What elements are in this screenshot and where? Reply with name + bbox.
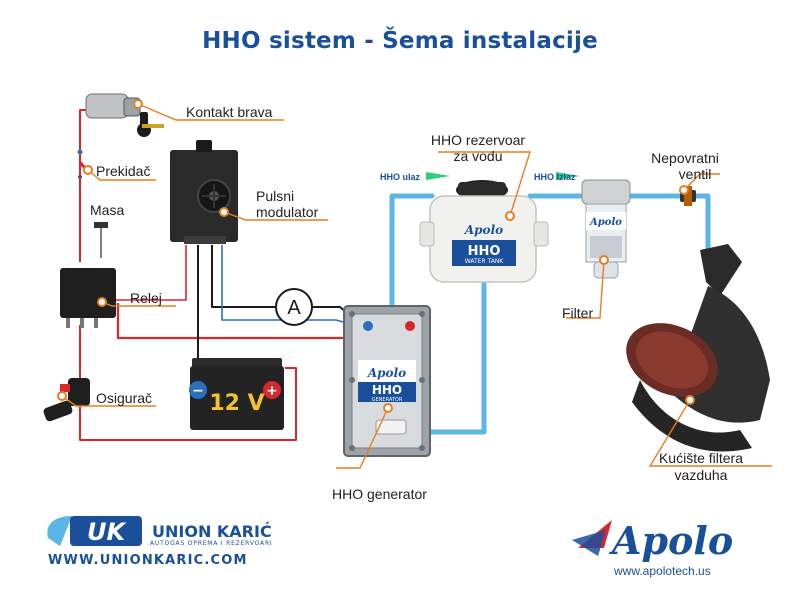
ammeter-icon bbox=[275, 288, 313, 326]
leader-dots bbox=[57, 99, 695, 413]
ground-symbol-icon bbox=[94, 222, 108, 258]
apolo-wordmark: Apolo bbox=[612, 518, 734, 563]
label-masa: Masa bbox=[90, 202, 125, 218]
flow-arrow-out bbox=[556, 172, 580, 180]
red-wire-fuse-battery bbox=[79, 367, 297, 441]
fuse-holder-icon bbox=[43, 378, 90, 422]
red-wire-modulator bbox=[110, 245, 187, 301]
leader-lines bbox=[61, 103, 772, 469]
label-za-vodu: za vodu bbox=[453, 148, 503, 164]
filter-brand-label: Apolo bbox=[589, 217, 622, 228]
label-modulator: modulator bbox=[256, 204, 319, 220]
label-kontakt-brava: Kontakt brava bbox=[186, 104, 273, 120]
label-pulsni: Pulsni bbox=[256, 188, 295, 204]
ignition-switch-icon bbox=[85, 93, 164, 137]
apolo-logo bbox=[572, 520, 612, 556]
label-nepovratni: Nepovratni bbox=[651, 150, 719, 166]
union-karic-name: UNION KARIĆ bbox=[152, 522, 272, 541]
generator-sub-label: GENERATOR bbox=[372, 397, 403, 403]
filter-icon bbox=[581, 179, 631, 279]
tank-brand-label: Apolo bbox=[464, 223, 503, 237]
red-wire-ignition bbox=[79, 109, 88, 262]
union-karic-website: WWW.UNIONKARIC.COM bbox=[48, 553, 248, 568]
tank-hho-label: HHO bbox=[468, 244, 501, 259]
wiring bbox=[79, 109, 411, 441]
union-karic-logo bbox=[47, 516, 142, 546]
tank-sub-label: WATER TANK bbox=[465, 258, 505, 265]
label-filter: Filter bbox=[562, 305, 594, 321]
ammeter-symbol: A bbox=[287, 297, 301, 319]
label-ventil: ventil bbox=[678, 166, 712, 182]
relay-icon bbox=[60, 268, 116, 328]
hoses bbox=[389, 193, 711, 435]
label-kuciste-filtera: Kućište filtera bbox=[658, 450, 744, 466]
battery-icon bbox=[189, 358, 284, 430]
generator-hho-label: HHO bbox=[372, 383, 402, 397]
hho-generator-icon bbox=[343, 305, 431, 457]
pulse-modulator-icon bbox=[170, 140, 238, 244]
air-filter-housing-icon bbox=[626, 244, 770, 452]
battery-minus-label: − bbox=[192, 383, 204, 399]
battery-plus-label: + bbox=[266, 383, 278, 399]
label-prekidac: Prekidač bbox=[96, 163, 151, 179]
black-wire-modulator-ammeter bbox=[211, 245, 276, 308]
union-karic-subtitle: AUTOGAS OPREMA I REZERVOARI bbox=[150, 540, 273, 547]
hose-tank-to-generator bbox=[407, 281, 487, 435]
flow-out-label: HHO Izlaz bbox=[534, 172, 576, 182]
hose-valve-to-airbox bbox=[693, 193, 711, 253]
label-hho-rezervoar: HHO rezervoar bbox=[430, 132, 526, 148]
label-relej: Relej bbox=[130, 290, 162, 306]
battery-voltage-label: 12 V bbox=[209, 391, 264, 416]
page-title: HHO sistem - Šema instalacije bbox=[202, 28, 598, 54]
label-vazduha: vazduha bbox=[674, 467, 728, 483]
uk-mark-label: UK bbox=[87, 518, 127, 546]
generator-brand-label: Apolo bbox=[367, 366, 406, 380]
apolo-website: www.apolotech.us bbox=[614, 564, 711, 578]
flow-in-label: HHO ulaz bbox=[380, 172, 421, 182]
flow-arrow-in bbox=[426, 172, 450, 180]
label-hho-generator: HHO generator bbox=[332, 486, 427, 502]
hose-generator-to-tank bbox=[389, 193, 435, 329]
label-osigurac: Osigurač bbox=[96, 390, 153, 406]
